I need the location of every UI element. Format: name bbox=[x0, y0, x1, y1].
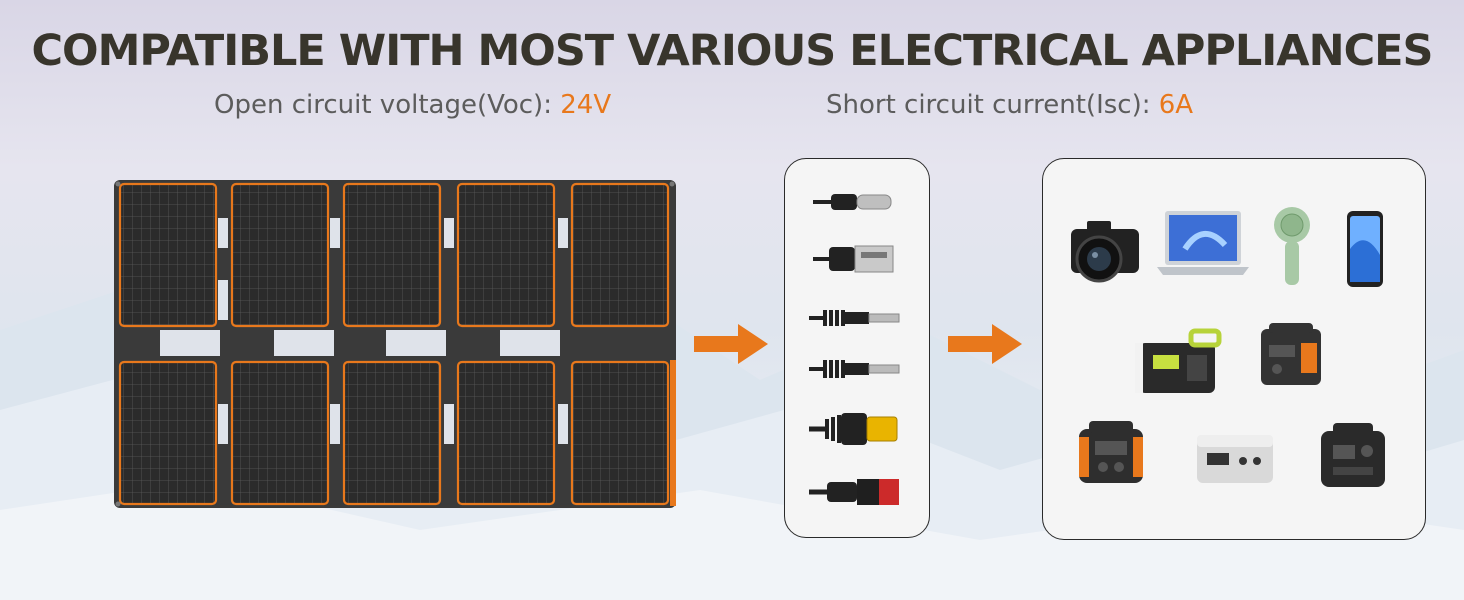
arrow-right-icon bbox=[694, 324, 768, 364]
usb-c-cable-icon bbox=[813, 194, 892, 210]
power-station-1-icon bbox=[1135, 328, 1222, 393]
solar-panel-image bbox=[114, 180, 676, 508]
arrow-right-icon-2 bbox=[948, 324, 1022, 364]
devices-box bbox=[1042, 158, 1426, 540]
power-station-3-icon bbox=[1079, 421, 1143, 483]
usb-a-cable-icon bbox=[813, 245, 894, 273]
power-station-4-icon bbox=[1197, 435, 1273, 483]
isc-spec: Short circuit current(Isc): 6A bbox=[826, 90, 1193, 120]
isc-label: Short circuit current(Isc): bbox=[826, 90, 1159, 120]
camera-icon bbox=[1071, 221, 1139, 283]
connector-cables-box bbox=[784, 158, 930, 538]
isc-value: 6A bbox=[1158, 90, 1194, 120]
voc-spec: Open circuit voltage(Voc): 24V bbox=[214, 90, 611, 120]
smartphone-icon bbox=[1347, 211, 1383, 287]
voc-label: Open circuit voltage(Voc): bbox=[214, 90, 561, 120]
power-station-2-icon bbox=[1261, 323, 1321, 385]
laptop-icon bbox=[1157, 211, 1249, 275]
handheld-fan-icon bbox=[1274, 207, 1310, 285]
power-station-5-icon bbox=[1321, 423, 1385, 487]
anderson-cable-icon bbox=[809, 479, 899, 505]
headline: COMPATIBLE WITH MOST VARIOUS ELECTRICAL … bbox=[31, 26, 1434, 76]
dc-barrel-cable-2-icon bbox=[809, 360, 900, 378]
dc-barrel-cable-icon bbox=[809, 310, 900, 326]
voc-value: 24V bbox=[560, 90, 612, 120]
xt60-cable-icon bbox=[809, 413, 898, 445]
